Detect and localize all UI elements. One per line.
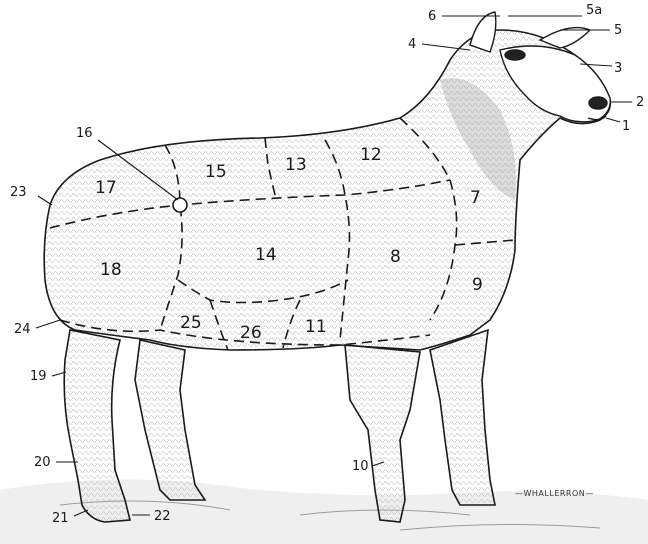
callout-label-3: 3 bbox=[614, 61, 622, 76]
hip-joint-marker bbox=[173, 198, 187, 212]
region-label-17: 17 bbox=[95, 178, 117, 198]
callout-label-5a: 5a bbox=[586, 3, 602, 18]
region-label-8: 8 bbox=[390, 247, 401, 267]
artist-signature: —WHALLERRON— bbox=[515, 489, 594, 498]
callout-label-20: 20 bbox=[34, 455, 51, 470]
callout-label-1: 1 bbox=[622, 119, 630, 134]
region-label-25: 25 bbox=[180, 313, 202, 333]
callout-label-6: 6 bbox=[428, 9, 436, 24]
callout-label-2: 2 bbox=[636, 95, 644, 110]
callout-label-10: 10 bbox=[352, 459, 369, 474]
region-label-26: 26 bbox=[240, 323, 262, 343]
region-label-9: 9 bbox=[472, 275, 483, 295]
callout-label-22: 22 bbox=[154, 509, 171, 524]
region-label-15: 15 bbox=[205, 162, 227, 182]
callout-label-16: 16 bbox=[76, 126, 93, 141]
callout-label-4: 4 bbox=[408, 37, 416, 52]
region-label-18: 18 bbox=[100, 260, 122, 280]
region-label-14: 14 bbox=[255, 245, 277, 265]
callout-label-23: 23 bbox=[10, 185, 27, 200]
callout-label-5: 5 bbox=[614, 23, 622, 38]
region-label-7: 7 bbox=[470, 188, 481, 208]
callout-label-19: 19 bbox=[30, 369, 47, 384]
region-label-13: 13 bbox=[285, 155, 307, 175]
region-label-11: 11 bbox=[305, 317, 327, 337]
callout-label-21: 21 bbox=[52, 511, 69, 526]
region-label-12: 12 bbox=[360, 145, 382, 165]
callout-label-24: 24 bbox=[14, 322, 31, 337]
